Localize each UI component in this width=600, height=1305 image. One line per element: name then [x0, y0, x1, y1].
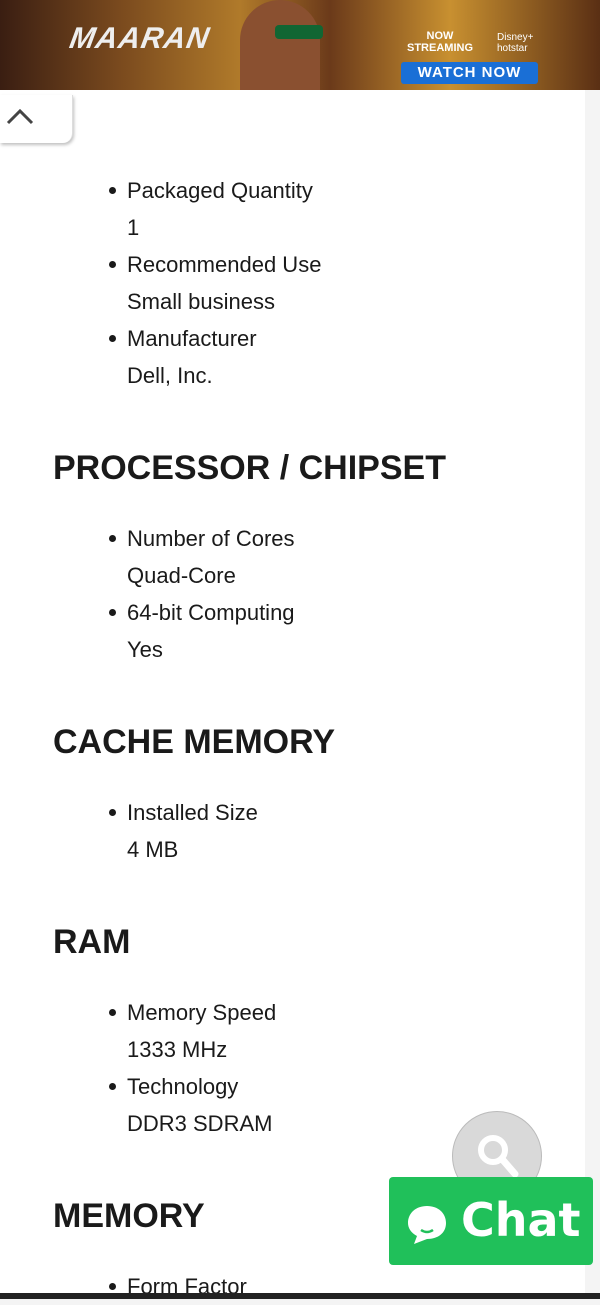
section-heading: MEMORY — [53, 1197, 205, 1235]
spec-label: Technology — [127, 1073, 239, 1099]
system-nav-bar — [0, 1293, 600, 1299]
chat-bubble-icon — [408, 1206, 446, 1244]
watch-now-button[interactable]: WATCH NOW — [401, 62, 538, 84]
spec-value: 1333 MHz — [127, 1036, 228, 1062]
spec-value: Yes — [127, 636, 163, 662]
spec-value: Small business — [127, 288, 275, 314]
spec-label: Number of Cores — [127, 525, 295, 551]
search-icon — [478, 1135, 519, 1178]
spec-value: 4 MB — [127, 836, 179, 862]
content-card — [0, 90, 585, 1299]
collapse-ad-button[interactable] — [0, 95, 73, 143]
section-heading: PROCESSOR / CHIPSET — [53, 449, 446, 487]
section-heading: RAM — [53, 923, 131, 961]
ad-banner[interactable]: MAARAN NOW STREAMING Disney+ hotstar WAT… — [0, 0, 600, 90]
spec-value: Quad-Core — [127, 562, 236, 588]
spec-label: Recommended Use — [127, 251, 322, 277]
spec-item: Memory Speed 1333 MHz — [109, 994, 585, 1068]
spec-item: Packaged Quantity 1 — [109, 172, 585, 246]
spec-group: Installed Size 4 MB — [0, 794, 585, 868]
spec-label: Manufacturer — [127, 325, 257, 351]
spec-value: Dell, Inc. — [127, 362, 213, 388]
spec-label: Installed Size — [127, 799, 258, 825]
spec-value: DDR3 SDRAM — [127, 1110, 273, 1136]
ad-image — [240, 0, 320, 90]
spec-label: Packaged Quantity — [127, 177, 313, 203]
chevron-up-icon — [6, 108, 34, 125]
ad-image-detail — [275, 25, 323, 39]
chat-button[interactable]: Chat — [389, 1177, 593, 1265]
spec-label: 64-bit Computing — [127, 599, 295, 625]
spec-label: Memory Speed — [127, 999, 277, 1025]
section-heading: CACHE MEMORY — [53, 723, 336, 761]
ad-title: MAARAN — [67, 22, 213, 55]
ad-streaming-text: NOW STREAMING — [407, 30, 473, 54]
chat-label: Chat — [461, 1193, 581, 1247]
ad-brand: Disney+ hotstar — [497, 32, 534, 54]
spec-item: Installed Size 4 MB — [109, 794, 585, 868]
spec-value: 1 — [127, 214, 140, 240]
